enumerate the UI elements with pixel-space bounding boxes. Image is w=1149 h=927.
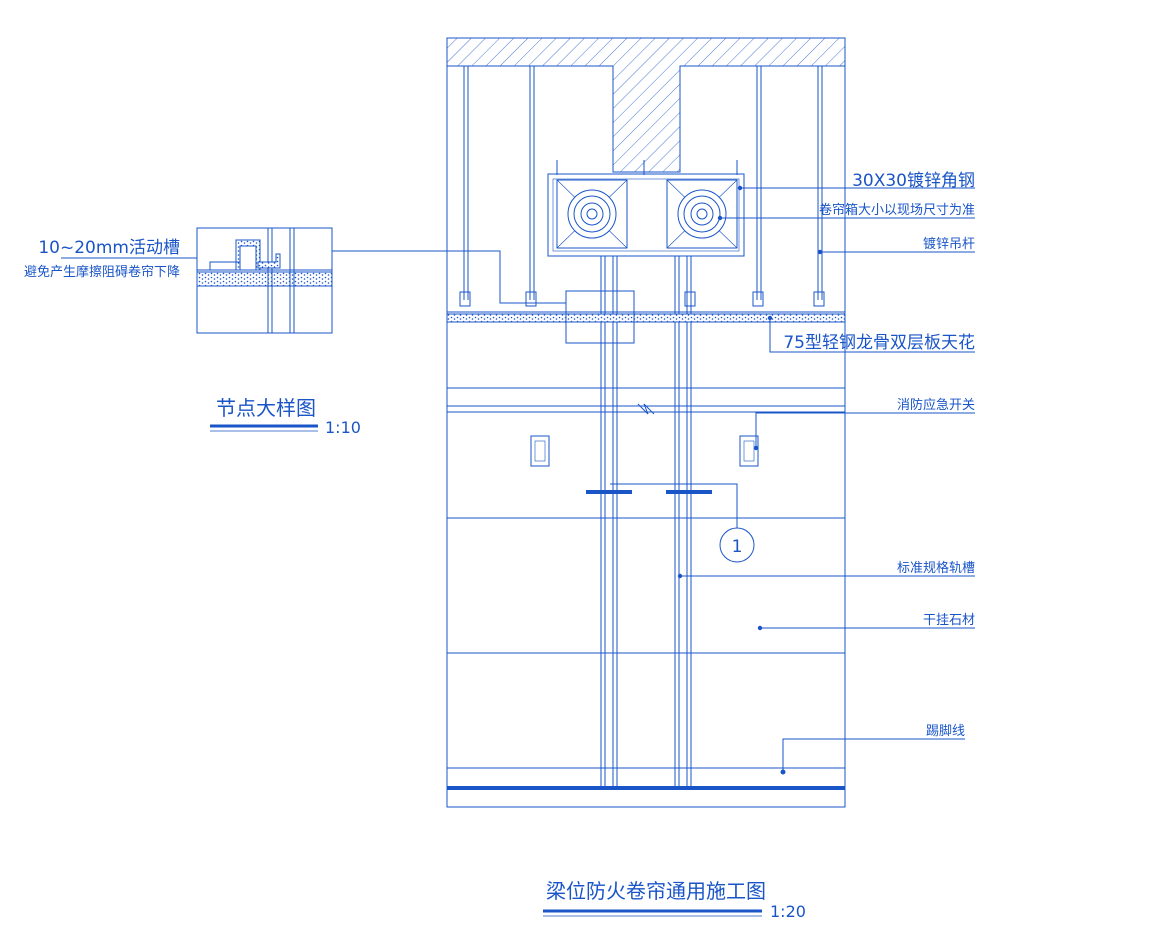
fire-switch-right	[739, 435, 759, 467]
callout-number: 1	[732, 537, 743, 557]
label-guide-rail: 标准规格轨槽	[897, 560, 975, 576]
right-drum	[666, 179, 738, 249]
hanger-clips	[459, 291, 825, 307]
label-slot-note: 避免产生摩擦阻碍卷帘下降	[24, 264, 180, 280]
label-ceiling: 75型轻钢龙骨双层板天花	[783, 333, 975, 353]
ceiling-board	[446, 313, 846, 323]
label-skirting: 踢脚线	[926, 723, 965, 739]
leader-lines	[332, 187, 975, 772]
label-box-size: 卷帘箱大小以现场尺寸为准	[819, 202, 975, 218]
node-detail-drawing	[196, 228, 333, 333]
left-drum	[556, 179, 628, 249]
hanger-rods	[463, 66, 823, 300]
concrete-slab-beam	[446, 37, 846, 173]
detail-callout-box	[565, 290, 635, 344]
label-dry-stone: 干挂石材	[923, 613, 975, 628]
guide-rails	[600, 256, 692, 786]
label-fire-switch: 消防应急开关	[897, 397, 975, 413]
drawing-scale: 1:20	[770, 902, 806, 921]
label-slot-size: 10~20mm活动槽	[38, 238, 180, 258]
callout-circle	[719, 527, 755, 563]
shutter-box-frame	[547, 173, 745, 257]
drawing-title: 梁位防火卷帘通用施工图	[546, 879, 766, 903]
detail-title: 节点大样图	[216, 396, 316, 420]
stone-joints	[447, 387, 845, 769]
detail-scale: 1:10	[325, 418, 361, 437]
label-angle-steel: 30X30镀锌角钢	[852, 171, 975, 191]
label-hanger-rod: 镀锌吊杆	[923, 236, 975, 252]
break-mark	[637, 403, 655, 415]
fire-switch-left	[530, 435, 550, 467]
leader-dots	[677, 185, 823, 775]
callout-leader	[610, 483, 738, 528]
